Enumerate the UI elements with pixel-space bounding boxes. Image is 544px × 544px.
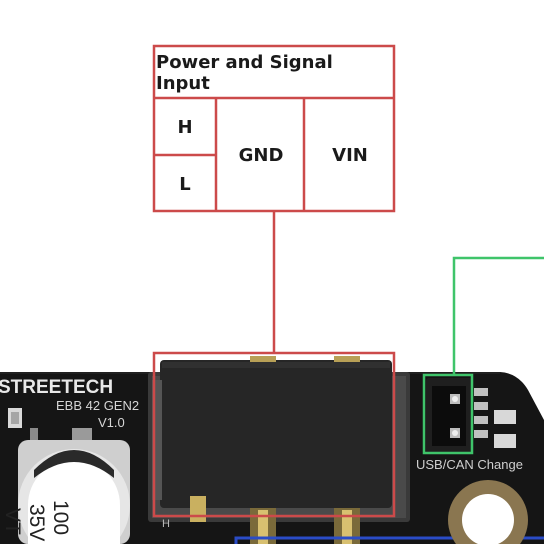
- connector-plug: [160, 360, 392, 508]
- jumper-header: [426, 378, 516, 454]
- cell-gnd: GND: [238, 145, 284, 166]
- brand-silkscreen: STREETECH: [0, 377, 114, 398]
- version-silkscreen: V1.0: [98, 415, 125, 430]
- model-silkscreen: EBB 42 GEN2: [56, 398, 140, 413]
- capacitor-voltage: 35V: [25, 504, 48, 542]
- capacitor-value: 100: [49, 500, 72, 536]
- jumper-callout-line: [452, 256, 544, 375]
- cell-h: H: [177, 117, 193, 138]
- capacitor: [18, 440, 130, 544]
- connector-highlight: [152, 351, 396, 518]
- jumper-highlight: [422, 373, 474, 455]
- capacitor-mark: VT: [1, 508, 24, 535]
- jumper-label: USB/CAN Change: [416, 457, 523, 472]
- pinout-table: [152, 44, 396, 213]
- silk-h: H: [162, 518, 170, 530]
- cell-l: L: [179, 173, 191, 195]
- table-title: Power and Signal Input: [156, 52, 333, 94]
- cell-vin: VIN: [332, 145, 368, 166]
